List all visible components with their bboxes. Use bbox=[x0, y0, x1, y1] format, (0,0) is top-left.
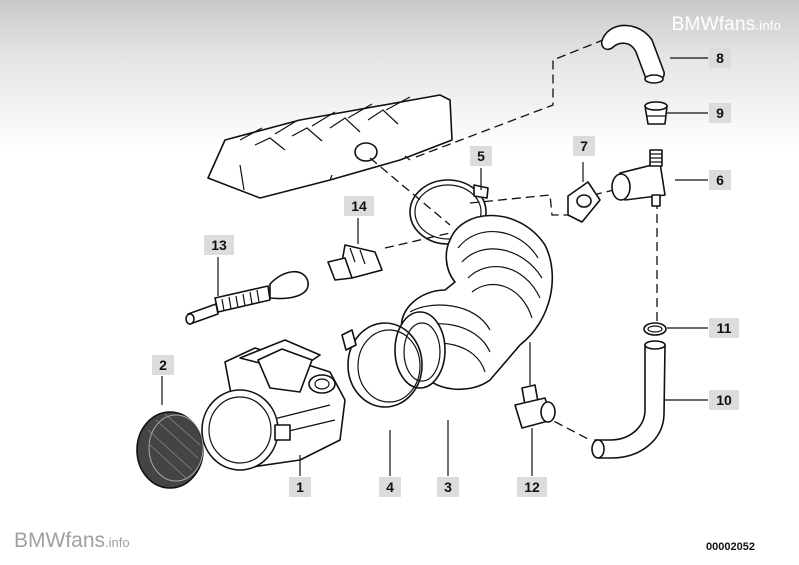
callout-14: 14 bbox=[344, 196, 374, 216]
hose-clamp-lower bbox=[341, 322, 423, 408]
svg-text:3: 3 bbox=[444, 479, 452, 495]
callout-4: 4 bbox=[379, 477, 401, 497]
svg-text:12: 12 bbox=[524, 479, 540, 495]
callout-9: 9 bbox=[709, 103, 731, 123]
leader-lines bbox=[161, 57, 708, 476]
svg-text:2: 2 bbox=[159, 357, 167, 373]
callout-10: 10 bbox=[709, 390, 739, 410]
small-hose-clamp bbox=[643, 322, 667, 336]
vent-nozzle bbox=[514, 384, 556, 429]
svg-text:14: 14 bbox=[351, 198, 367, 214]
callout-11: 11 bbox=[709, 318, 739, 338]
callout-6: 6 bbox=[709, 170, 731, 190]
air-mass-meter bbox=[201, 339, 346, 471]
pressure-valve bbox=[611, 149, 666, 207]
callout-13: 13 bbox=[204, 235, 234, 255]
svg-text:1: 1 bbox=[296, 479, 304, 495]
svg-text:5: 5 bbox=[477, 148, 485, 164]
watermark-top: BMWfans.info bbox=[671, 14, 781, 35]
callout-1: 1 bbox=[289, 477, 311, 497]
svg-text:13: 13 bbox=[211, 237, 227, 253]
svg-text:4: 4 bbox=[386, 479, 394, 495]
filter-screen bbox=[136, 411, 204, 489]
svg-text:7: 7 bbox=[580, 138, 588, 154]
callout-3: 3 bbox=[437, 477, 459, 497]
svg-text:6: 6 bbox=[716, 172, 724, 188]
vent-hose-elbow bbox=[600, 24, 665, 84]
intake-manifold bbox=[207, 94, 453, 199]
svg-text:9: 9 bbox=[716, 105, 724, 121]
vent-hose bbox=[591, 340, 666, 459]
intake-boot bbox=[394, 214, 553, 391]
callout-12: 12 bbox=[517, 477, 547, 497]
callout-8: 8 bbox=[709, 48, 731, 68]
gasket bbox=[567, 181, 601, 223]
callout-5: 5 bbox=[470, 146, 492, 166]
temperature-sensor bbox=[185, 270, 309, 325]
electrical-connector bbox=[327, 244, 383, 281]
svg-text:10: 10 bbox=[716, 392, 732, 408]
grommet bbox=[644, 101, 668, 125]
svg-text:11: 11 bbox=[717, 320, 732, 336]
callout-2: 2 bbox=[152, 355, 174, 375]
svg-text:8: 8 bbox=[716, 50, 724, 66]
callout-7: 7 bbox=[573, 136, 595, 156]
diagram-code: 00002052 bbox=[706, 541, 755, 553]
watermark-bottom: BMWfans.info bbox=[14, 529, 130, 552]
